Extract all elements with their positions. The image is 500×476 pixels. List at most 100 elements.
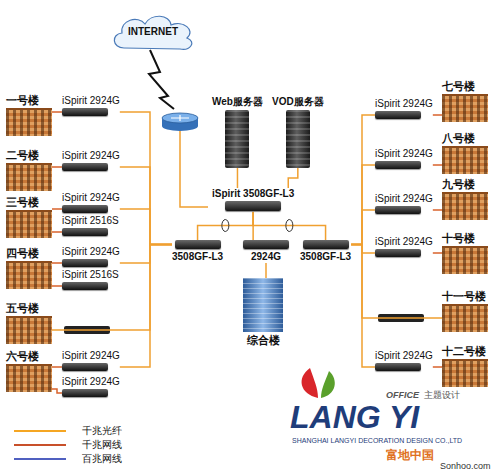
link-line bbox=[120, 167, 172, 245]
building-node: 三号楼 bbox=[6, 196, 52, 238]
node-label: 一号楼 bbox=[6, 94, 52, 107]
node-label: Web服务器 bbox=[212, 96, 263, 108]
switch-node: 3508GF-L3 bbox=[300, 240, 351, 263]
switch-icon bbox=[62, 205, 108, 213]
node-label: iSpirit 3508GF-L3 bbox=[212, 188, 294, 200]
switch-node: 3508GF-L3 bbox=[172, 240, 223, 263]
legend-line bbox=[14, 430, 66, 432]
logo-text: 富地中国 bbox=[386, 448, 434, 462]
link-aggregation-mark bbox=[286, 220, 293, 232]
logo-leaf bbox=[321, 371, 335, 398]
link-line bbox=[433, 164, 442, 166]
link-line bbox=[433, 114, 442, 116]
switch-icon bbox=[375, 161, 421, 169]
office-tower bbox=[243, 278, 283, 332]
node-label: iSpirit 2924G bbox=[375, 236, 433, 248]
link-line bbox=[433, 252, 442, 254]
switch-node: iSpirit 2924G bbox=[62, 246, 120, 267]
switch-icon bbox=[375, 363, 421, 371]
building-icon bbox=[6, 261, 52, 289]
link-line bbox=[433, 209, 442, 211]
building-node: 四号楼 bbox=[6, 247, 52, 289]
legend-row: 千兆光纤 bbox=[12, 424, 122, 438]
switch-node: iSpirit 2924G bbox=[62, 376, 120, 397]
link-aggregation-mark bbox=[222, 220, 229, 232]
building-node: 二号楼 bbox=[6, 149, 52, 191]
node-label: 综合楼 bbox=[243, 334, 283, 347]
switch-node: iSpirit 2924G bbox=[375, 148, 433, 169]
node-label: 六号楼 bbox=[6, 350, 52, 363]
node-label: iSpirit 2924G bbox=[375, 193, 433, 205]
node-label: 五号楼 bbox=[6, 302, 52, 315]
link-line bbox=[351, 165, 375, 245]
logo-leaf bbox=[302, 368, 318, 398]
link-line bbox=[52, 366, 62, 368]
node-label: INTERNET bbox=[128, 26, 178, 38]
building-node: 一号楼 bbox=[6, 94, 52, 136]
link-line bbox=[52, 285, 62, 287]
switch-node: iSpirit 2516S bbox=[62, 269, 119, 290]
node-label: 十一号楼 bbox=[442, 290, 488, 303]
node-label: iSpirit 2924G bbox=[62, 246, 120, 258]
building-node: 五号楼 bbox=[6, 302, 52, 344]
node-label: iSpirit 2516S bbox=[62, 269, 119, 281]
switch-icon bbox=[62, 389, 108, 397]
legend-sample bbox=[12, 426, 68, 436]
link-line bbox=[120, 112, 172, 245]
link-line bbox=[120, 245, 172, 368]
node-label: iSpirit 2924G bbox=[375, 98, 433, 110]
switch-icon bbox=[375, 249, 421, 257]
building-icon bbox=[6, 210, 52, 238]
switch-node: iSpirit 2924G bbox=[375, 193, 433, 214]
switch-node: iSpirit 2924G bbox=[375, 236, 433, 257]
link-line bbox=[351, 245, 375, 254]
link-line bbox=[52, 231, 62, 233]
link-line bbox=[52, 111, 62, 113]
legend-label: 千兆网线 bbox=[82, 439, 122, 451]
legend-row: 百兆网线 bbox=[12, 452, 122, 466]
switch-icon bbox=[175, 240, 221, 249]
switch-node: iSpirit 2924G bbox=[375, 350, 433, 371]
building-node: 七号楼 bbox=[442, 80, 488, 122]
node-label: 七号楼 bbox=[442, 80, 488, 93]
router-arrows bbox=[171, 115, 189, 121]
link-line bbox=[351, 245, 442, 319]
node-label: iSpirit 2924G bbox=[62, 150, 120, 162]
switch-icon bbox=[62, 363, 108, 371]
switch-icon bbox=[375, 206, 421, 214]
building-icon bbox=[6, 163, 52, 191]
node-label: iSpirit 2924G bbox=[375, 350, 433, 362]
cloud-node: INTERNET bbox=[110, 12, 196, 52]
switch-node: iSpirit 2924G bbox=[62, 150, 120, 171]
building-node: 十一号楼 bbox=[442, 290, 488, 332]
node-label: iSpirit 2924G bbox=[62, 350, 120, 362]
building-icon bbox=[442, 359, 488, 387]
node-label: VOD服务器 bbox=[272, 96, 324, 108]
link-line bbox=[52, 166, 62, 168]
link-line bbox=[52, 389, 62, 393]
building-node: 十二号楼 bbox=[442, 345, 488, 387]
building-icon bbox=[442, 192, 488, 220]
server-tower bbox=[225, 110, 249, 168]
switch-icon bbox=[62, 259, 108, 267]
logo-text: SHANGHAI LANGYI DECORATION DESIGN CO.,LT… bbox=[292, 437, 462, 445]
node-label: iSpirit 2516S bbox=[62, 215, 119, 227]
logo-text: 主题设计 bbox=[424, 390, 460, 400]
link-line bbox=[351, 245, 375, 368]
server-node: Web服务器 bbox=[212, 96, 263, 168]
legend-sample bbox=[12, 454, 68, 464]
link-line bbox=[253, 211, 325, 240]
uplink-line bbox=[180, 131, 208, 207]
cloud-outline bbox=[114, 16, 192, 49]
building-node: 八号楼 bbox=[442, 132, 488, 174]
node-label: 3508GF-L3 bbox=[300, 251, 351, 263]
building-icon bbox=[442, 94, 488, 122]
node-label: 四号楼 bbox=[6, 247, 52, 260]
link-line bbox=[351, 115, 375, 245]
node-label: iSpirit 2924G bbox=[62, 95, 120, 107]
switch-icon bbox=[62, 228, 108, 236]
link-line bbox=[198, 211, 254, 240]
building-icon bbox=[442, 304, 488, 332]
node-label: 二号楼 bbox=[6, 149, 52, 162]
building-icon bbox=[6, 364, 52, 392]
